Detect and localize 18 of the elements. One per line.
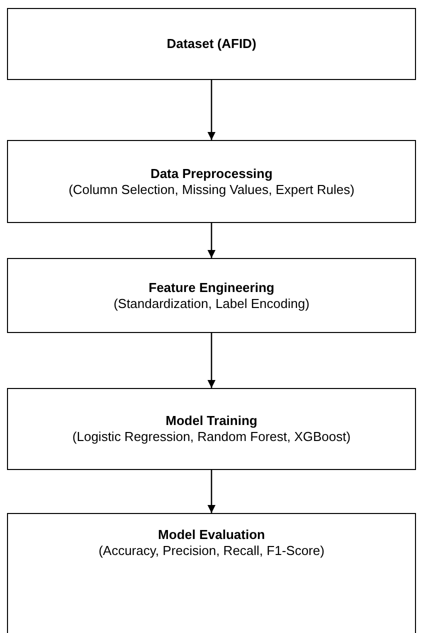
process-box xyxy=(7,140,416,223)
arrow xyxy=(208,333,216,388)
box-heading: Data Preprocessing xyxy=(150,166,273,182)
process-box xyxy=(7,8,416,80)
box-description: (Standardization, Label Encoding) xyxy=(114,296,310,312)
process-box xyxy=(7,388,416,470)
box-heading: Feature Engineering xyxy=(148,280,274,296)
box-heading: Model Training xyxy=(166,413,258,429)
process-box xyxy=(7,513,416,633)
process-box xyxy=(7,258,416,333)
arrow xyxy=(208,470,216,513)
box-heading: Model Evaluation xyxy=(158,527,265,543)
box-description: (Logistic Regression, Random Forest, XGBoost) xyxy=(72,429,351,445)
box-description: (Accuracy, Precision, Recall, F1-Score) xyxy=(98,543,324,559)
arrow xyxy=(208,80,216,140)
arrow xyxy=(208,223,216,258)
box-description: (Column Selection, Missing Values, Expert Rules) xyxy=(68,182,354,198)
box-heading: Dataset (AFID) xyxy=(166,36,256,52)
